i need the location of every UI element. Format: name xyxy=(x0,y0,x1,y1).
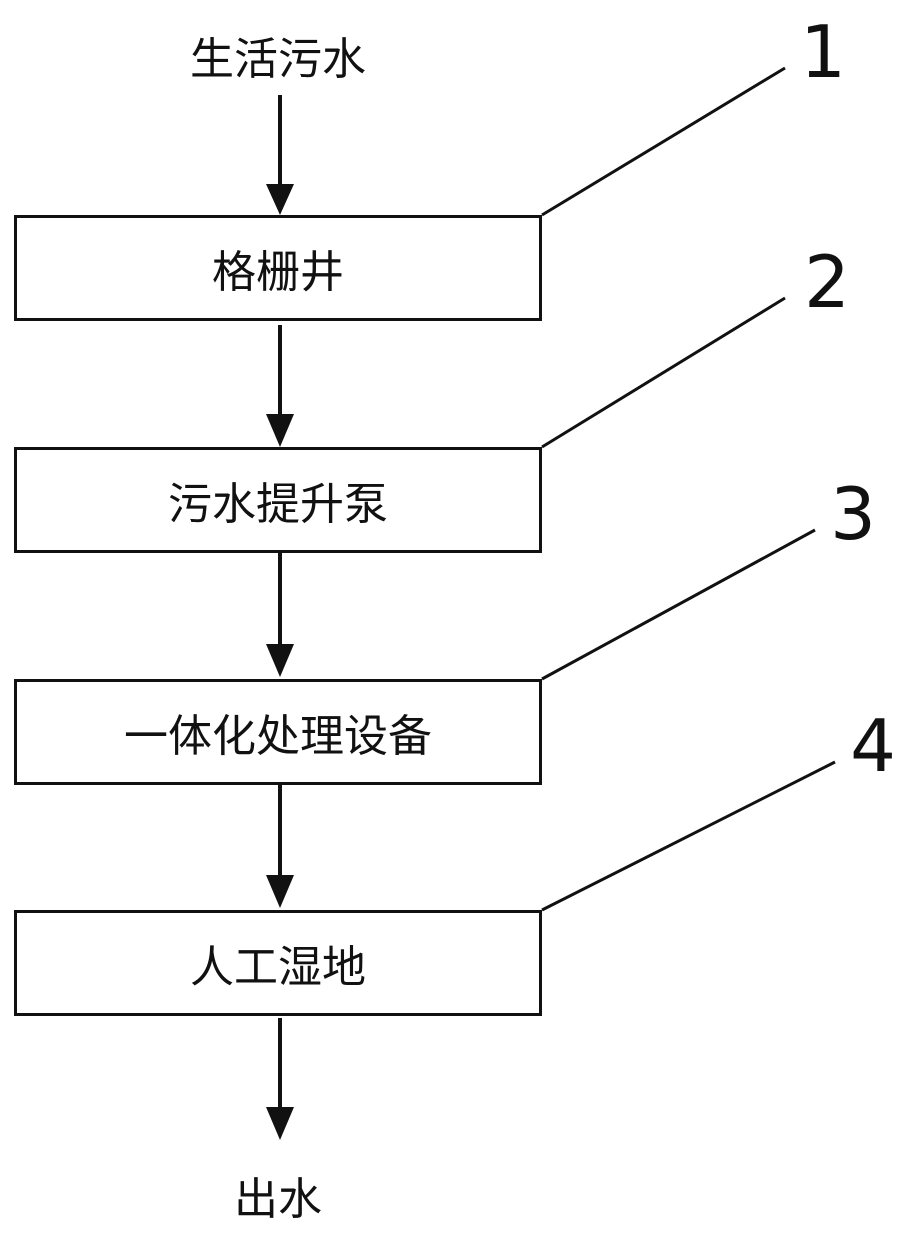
step-box-lift-pump: 污水提升泵 xyxy=(14,447,542,553)
flow-arrow-3-4 xyxy=(266,785,294,908)
output-label: 出水 xyxy=(234,1174,322,1225)
flow-arrow-input xyxy=(266,95,294,215)
ref-number-4: 4 xyxy=(850,704,896,788)
leader-line-1 xyxy=(541,66,786,217)
leader-line-4 xyxy=(541,760,836,912)
input-label: 生活污水 xyxy=(190,34,366,85)
step-box-wetland: 人工湿地 xyxy=(14,910,542,1016)
flow-arrow-output xyxy=(266,1018,294,1140)
step-box-screen-well: 格栅井 xyxy=(14,215,542,321)
step-label: 污水提升泵 xyxy=(168,479,388,530)
step-label: 一体化处理设备 xyxy=(124,711,432,762)
ref-number-3: 3 xyxy=(830,472,876,556)
step-box-treatment-equipment: 一体化处理设备 xyxy=(14,679,542,785)
ref-number-2: 2 xyxy=(804,240,850,324)
step-label: 格栅井 xyxy=(212,247,344,298)
leader-line-2 xyxy=(541,296,786,449)
flow-arrow-2-3 xyxy=(266,553,294,677)
step-label: 人工湿地 xyxy=(190,942,366,993)
ref-number-1: 1 xyxy=(800,10,846,94)
flow-arrow-1-2 xyxy=(266,325,294,447)
leader-line-3 xyxy=(541,528,816,681)
